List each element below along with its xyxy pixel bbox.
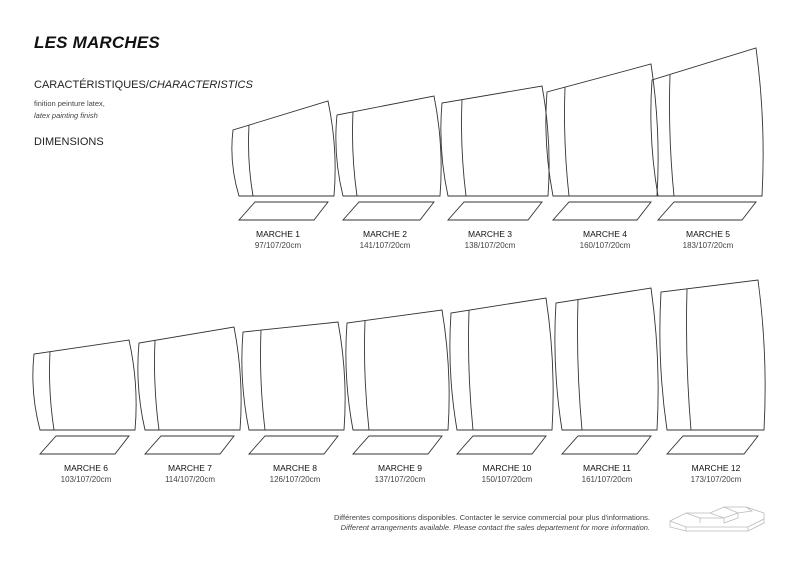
step-outline bbox=[545, 63, 659, 197]
step-label-12: MARCHE 12 173/107/20cm bbox=[666, 463, 766, 485]
step-footprint bbox=[656, 201, 757, 221]
step-dimensions: 150/107/20cm bbox=[481, 475, 533, 484]
step-name: MARCHE 11 bbox=[582, 463, 632, 473]
step-footprint bbox=[551, 201, 652, 221]
footer-text-fr: Différentes compositions disponibles. Co… bbox=[333, 513, 650, 522]
stacked-steps-composition-icon bbox=[669, 506, 765, 532]
step-label-9: MARCHE 9 137/107/20cm bbox=[350, 463, 450, 485]
step-outline bbox=[335, 95, 442, 197]
step-dimensions: 114/107/20cm bbox=[164, 475, 216, 484]
step-name: MARCHE 3 bbox=[468, 229, 512, 239]
step-dimensions: 97/107/20cm bbox=[254, 241, 302, 250]
step-footprint bbox=[351, 435, 443, 455]
step-footprint bbox=[247, 435, 339, 455]
step-dimensions: 183/107/20cm bbox=[682, 241, 734, 250]
step-drawing-6 bbox=[32, 339, 137, 455]
page-title: LES MARCHES bbox=[34, 33, 160, 52]
characteristics-heading: CARACTÉRISTIQUES/CHARACTERISTICS bbox=[34, 79, 253, 91]
step-outline bbox=[241, 321, 346, 431]
step-label-3: MARCHE 3 138/107/20cm bbox=[440, 229, 540, 251]
step-dimensions: 137/107/20cm bbox=[374, 475, 426, 484]
step-dimensions: 160/107/20cm bbox=[579, 241, 631, 250]
step-riser-line bbox=[352, 112, 358, 197]
step-outline bbox=[659, 279, 766, 431]
step-name: MARCHE 1 bbox=[256, 229, 300, 239]
step-name: MARCHE 4 bbox=[583, 229, 627, 239]
characteristics-heading-en: CHARACTERISTICS bbox=[148, 79, 253, 91]
step-name: MARCHE 9 bbox=[378, 463, 422, 473]
step-footprint bbox=[237, 201, 329, 221]
step-dimensions: 161/107/20cm bbox=[581, 475, 633, 484]
step-footprint bbox=[341, 201, 435, 221]
step-label-5: MARCHE 5 183/107/20cm bbox=[658, 229, 758, 251]
step-drawing-12 bbox=[659, 279, 766, 455]
step-drawing-10 bbox=[449, 297, 554, 455]
step-name: MARCHE 2 bbox=[363, 229, 407, 239]
step-footprint bbox=[446, 201, 543, 221]
step-drawing-9 bbox=[345, 309, 450, 455]
step-riser-line bbox=[248, 125, 254, 197]
step-drawing-1 bbox=[231, 100, 336, 221]
step-label-1: MARCHE 1 97/107/20cm bbox=[228, 229, 328, 251]
step-riser-line bbox=[49, 351, 55, 431]
dimensions-heading: DIMENSIONS bbox=[34, 136, 104, 148]
step-footprint bbox=[665, 435, 759, 455]
characteristics-heading-fr: CARACTÉRISTIQUES bbox=[34, 79, 146, 91]
step-label-2: MARCHE 2 141/107/20cm bbox=[335, 229, 435, 251]
step-dimensions: 126/107/20cm bbox=[269, 475, 321, 484]
step-name: MARCHE 6 bbox=[64, 463, 108, 473]
step-footprint bbox=[455, 435, 547, 455]
step-label-10: MARCHE 10 150/107/20cm bbox=[457, 463, 557, 485]
step-label-8: MARCHE 8 126/107/20cm bbox=[245, 463, 345, 485]
step-label-6: MARCHE 6 103/107/20cm bbox=[36, 463, 136, 485]
step-outline bbox=[231, 100, 336, 197]
step-drawing-7 bbox=[137, 326, 242, 455]
step-label-4: MARCHE 4 160/107/20cm bbox=[555, 229, 655, 251]
step-dimensions: 141/107/20cm bbox=[359, 241, 411, 250]
step-riser-line bbox=[364, 320, 370, 431]
step-name: MARCHE 5 bbox=[686, 229, 730, 239]
step-riser-line bbox=[577, 299, 583, 431]
footer-text-en: Different arrangements available. Please… bbox=[340, 523, 650, 532]
step-riser-line bbox=[260, 330, 266, 431]
step-outline bbox=[449, 297, 554, 431]
step-name: MARCHE 8 bbox=[273, 463, 317, 473]
step-riser-line bbox=[669, 74, 675, 197]
step-footprint bbox=[38, 435, 130, 455]
step-drawing-4 bbox=[545, 63, 659, 221]
step-footprint bbox=[560, 435, 652, 455]
step-drawing-2 bbox=[335, 95, 442, 221]
step-name: MARCHE 12 bbox=[691, 463, 741, 473]
step-outline bbox=[650, 47, 764, 197]
step-outline bbox=[345, 309, 450, 431]
finish-text-fr: finition peinture latex, bbox=[34, 99, 105, 108]
step-dimensions: 103/107/20cm bbox=[60, 475, 112, 484]
step-name: MARCHE 10 bbox=[482, 463, 532, 473]
step-outline bbox=[137, 326, 242, 431]
finish-text-en: latex painting finish bbox=[34, 111, 98, 120]
step-riser-line bbox=[154, 340, 160, 431]
step-footprint bbox=[143, 435, 235, 455]
step-outline bbox=[554, 287, 659, 431]
step-label-7: MARCHE 7 114/107/20cm bbox=[140, 463, 240, 485]
step-drawing-11 bbox=[554, 287, 659, 455]
step-riser-line bbox=[564, 87, 570, 197]
step-drawing-8 bbox=[241, 321, 346, 455]
step-outline bbox=[440, 85, 550, 197]
step-name: MARCHE 7 bbox=[168, 463, 212, 473]
step-drawing-5 bbox=[650, 47, 764, 221]
step-riser-line bbox=[468, 310, 474, 431]
step-riser-line bbox=[686, 288, 692, 431]
characteristics-separator: / bbox=[145, 79, 149, 91]
step-riser-line bbox=[461, 99, 467, 197]
step-drawing-3 bbox=[440, 85, 550, 221]
step-outline bbox=[32, 339, 137, 431]
step-dimensions: 138/107/20cm bbox=[464, 241, 516, 250]
step-dimensions: 173/107/20cm bbox=[690, 475, 742, 484]
step-label-11: MARCHE 11 161/107/20cm bbox=[557, 463, 657, 485]
